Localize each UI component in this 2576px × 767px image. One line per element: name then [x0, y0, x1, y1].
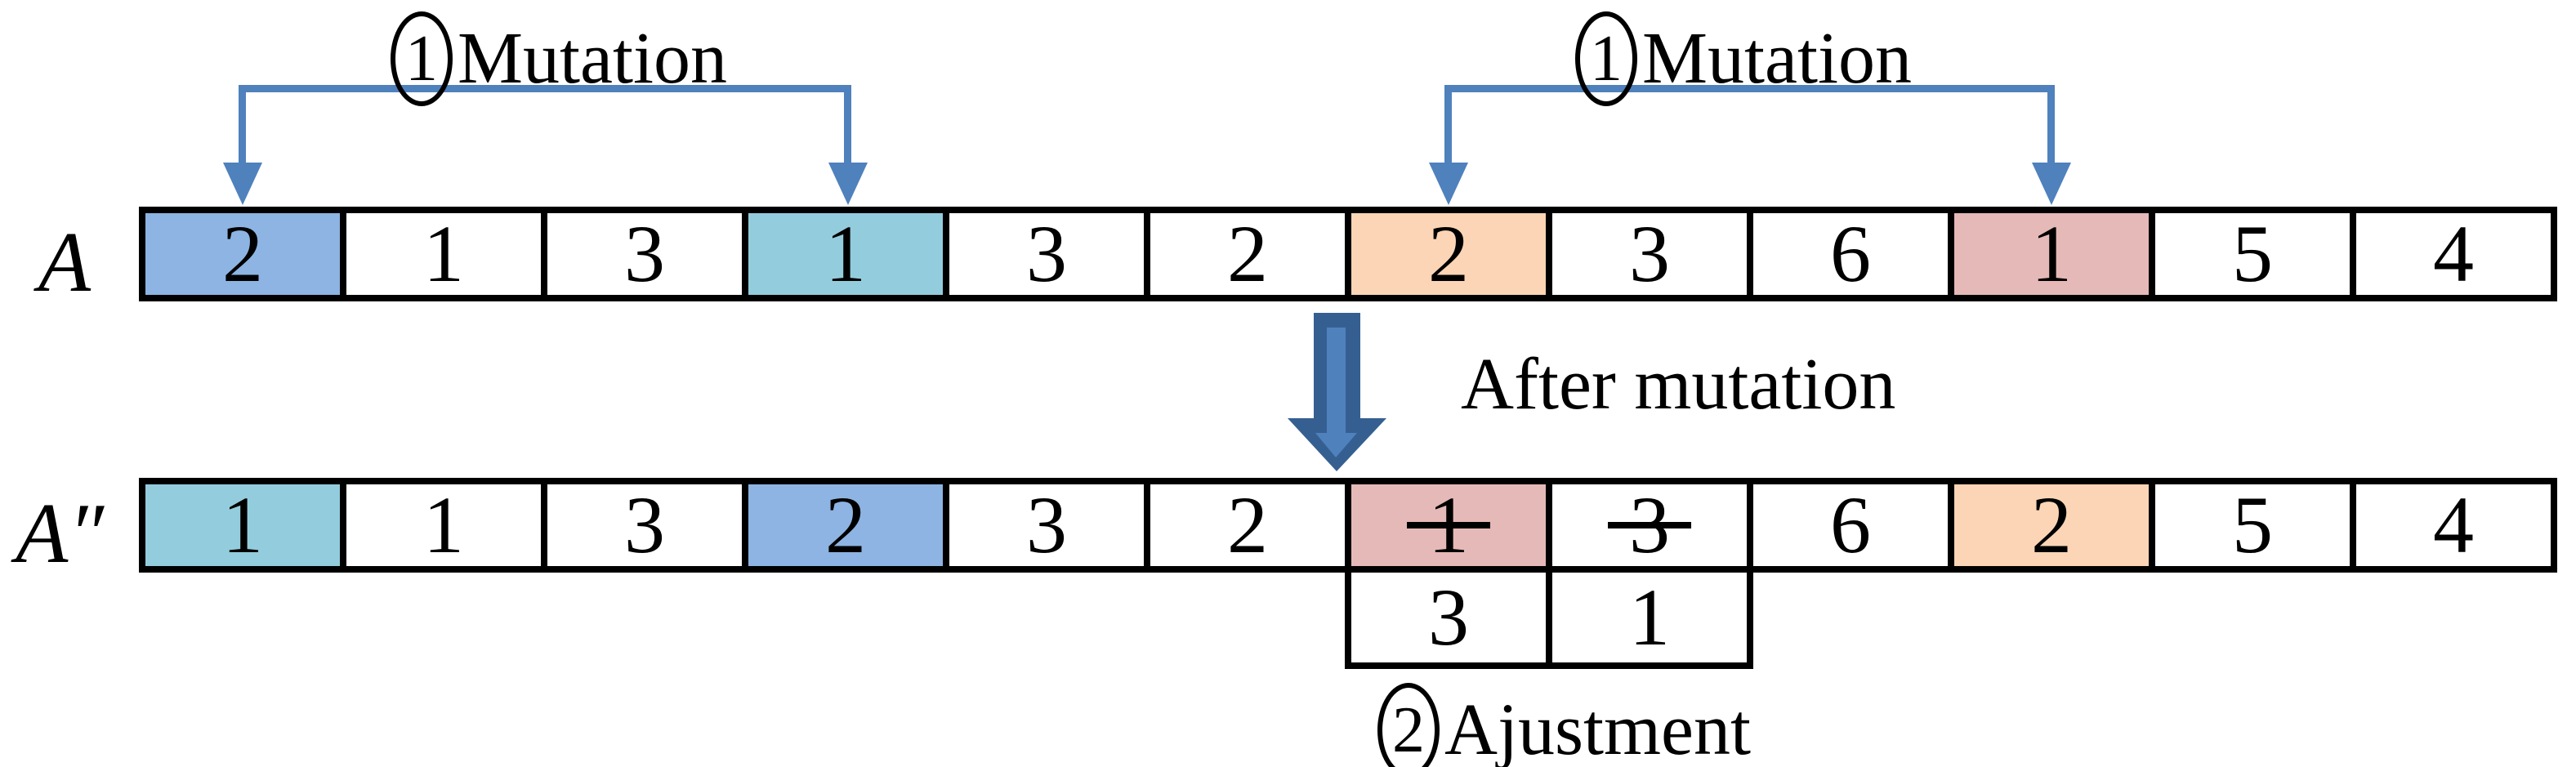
row-A-cell-3: 3 — [547, 213, 748, 295]
arrow-down-icon — [223, 163, 262, 205]
cell-value: 2 — [1227, 208, 1268, 299]
cell-value: 3 — [1608, 479, 1691, 570]
row-label-A-double-prime: A″ — [16, 485, 104, 581]
row-A2-cell-12: 4 — [2356, 484, 2551, 566]
row-label-A: A — [38, 214, 92, 310]
cell-value: 1 — [222, 479, 263, 570]
cell-value: 1 — [423, 479, 464, 570]
row-A-cell-8: 3 — [1552, 213, 1753, 295]
circled-number: 1 — [391, 11, 453, 106]
circled-number: 2 — [1377, 683, 1440, 767]
row-A-cell-5: 3 — [949, 213, 1150, 295]
cell-value: 6 — [1830, 208, 1871, 299]
cell-value: 2 — [1428, 208, 1469, 299]
row-A2-cell-6: 2 — [1150, 484, 1351, 566]
cell-value: 3 — [1026, 479, 1067, 570]
arrow-down-icon — [1429, 163, 1468, 205]
cell-value: 1 — [1407, 479, 1490, 570]
after-mutation-arrow — [1288, 313, 1386, 471]
cell-value: 1 — [2031, 208, 2072, 299]
cell-value: 3 — [624, 479, 665, 570]
adjustment-cell-2: 1 — [1552, 573, 1747, 662]
row-A2-cell-9: 6 — [1753, 484, 1954, 566]
cell-value: 2 — [2031, 479, 2072, 570]
row-A-cell-2: 1 — [346, 213, 547, 295]
row-A2-cell-8: 3 — [1552, 484, 1753, 566]
cell-value: 4 — [2433, 479, 2474, 570]
cell-value: 1 — [423, 208, 464, 299]
row-A-cell-6: 2 — [1150, 213, 1351, 295]
arrow-down-icon — [828, 163, 868, 205]
after-mutation-label: After mutation — [1461, 344, 1896, 425]
row-A2-cell-3: 3 — [547, 484, 748, 566]
row-A2-cell-2: 1 — [346, 484, 547, 566]
cell-value: 4 — [2433, 208, 2474, 299]
circled-number: 1 — [1575, 11, 1637, 106]
cell-value: 5 — [2232, 479, 2273, 570]
cell-value: 1 — [825, 208, 866, 299]
arrow-down-icon — [2032, 163, 2071, 205]
row-A2-cell-10: 2 — [1954, 484, 2155, 566]
row-A-cell-7: 2 — [1351, 213, 1552, 295]
adjustment-cell-1: 3 — [1351, 573, 1552, 662]
cell-value: 3 — [1428, 572, 1469, 662]
mutation-label-text: Mutation — [1642, 18, 1912, 99]
row-A-cell-12: 4 — [2356, 213, 2551, 295]
after-mutation-arrow-highlight — [1315, 328, 1357, 457]
cell-value: 3 — [1026, 208, 1067, 299]
row-A-cell-9: 6 — [1753, 213, 1954, 295]
cell-value: 6 — [1830, 479, 1871, 570]
cell-value: 5 — [2232, 208, 2273, 299]
adjustment-label-text: Ajustment — [1444, 689, 1751, 767]
cell-value: 2 — [825, 479, 866, 570]
row-A-cell-4: 1 — [748, 213, 949, 295]
row-A-cell-10: 1 — [1954, 213, 2155, 295]
cell-value: 2 — [222, 208, 263, 299]
row-A2-cell-1: 1 — [145, 484, 346, 566]
row-A2-cell-5: 3 — [949, 484, 1150, 566]
row-A2-cell-4: 2 — [748, 484, 949, 566]
row-A2-cell-11: 5 — [2155, 484, 2356, 566]
cell-value: 3 — [624, 208, 665, 299]
row-A-cell-1: 2 — [145, 213, 346, 295]
row-A2-cell-7: 1 — [1351, 484, 1552, 566]
cell-value: 1 — [1629, 572, 1670, 662]
mutation-label-text: Mutation — [458, 18, 727, 99]
cell-value: 3 — [1629, 208, 1670, 299]
cell-value: 2 — [1227, 479, 1268, 570]
row-A-cell-11: 5 — [2155, 213, 2356, 295]
